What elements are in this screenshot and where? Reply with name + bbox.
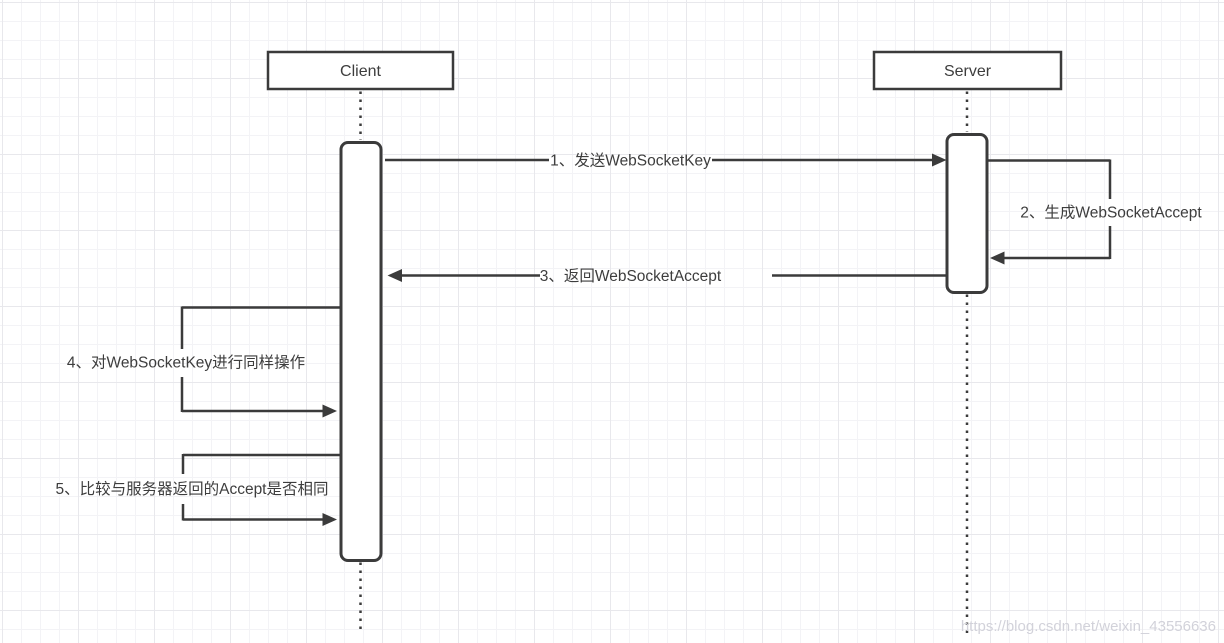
message-1-label: 1、发送WebSocketKey [550,152,711,170]
message-1: 1、发送WebSocketKey [385,152,947,170]
message-4-label: 4、对WebSocketKey进行同样操作 [67,354,305,372]
message-1-arrowhead-icon [932,153,947,167]
message-4-arrowhead-icon [322,404,337,418]
message-3: 3、返回WebSocketAccept [387,267,947,285]
message-3-label: 3、返回WebSocketAccept [540,267,722,285]
server-actor-box [872,50,1063,91]
message-2: 2、生成WebSocketAccept [987,159,1202,265]
watermark-url: https://blog.csdn.net/weixin_43556636 [961,618,1216,635]
message-5-arrowhead-icon [322,513,337,526]
client-actor-label: Client [340,63,381,80]
message-2-label: 2、生成WebSocketAccept [1020,204,1202,222]
client-activation-bar [339,141,383,562]
server-actor-label: Server [944,63,992,80]
server-activation-bar [945,133,989,294]
message-4: 4、对WebSocketKey进行同样操作 [67,306,341,418]
message-5: 5、比较与服务器返回的Accept是否相同 [55,453,341,526]
message-3-arrowhead-icon [387,269,402,282]
client-actor-box [266,50,455,91]
message-2-arrowhead-icon [990,251,1005,265]
message-5-label: 5、比较与服务器返回的Accept是否相同 [55,480,328,498]
